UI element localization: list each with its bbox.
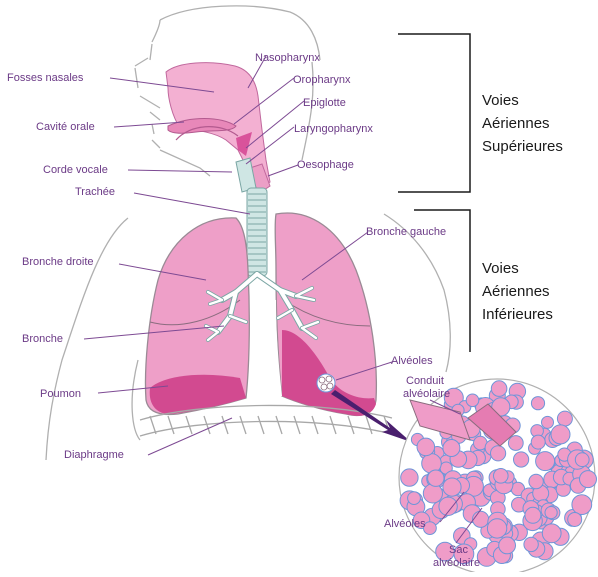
alveolus (514, 452, 529, 467)
label-nasopharynx: Nasopharynx (255, 52, 320, 64)
label-poumon: Poumon (40, 388, 81, 400)
alveolus (531, 435, 545, 449)
upper-airway (166, 63, 270, 194)
diaphragm-rib (312, 416, 318, 434)
alveolus (542, 416, 554, 428)
label-bronche: Bronche (22, 333, 63, 345)
label-oropharynx: Oropharynx (293, 74, 351, 86)
group-inferieures-line3: Inférieures (482, 306, 553, 323)
alveolus (443, 478, 461, 496)
region-group-labels: Voies Aériennes Supérieures Voies Aérien… (482, 92, 563, 323)
alveolus (545, 506, 557, 518)
alveolus (572, 495, 592, 515)
label-laryngopharynx: Laryngopharynx (294, 123, 373, 135)
alveolus (551, 425, 570, 444)
alveolus (417, 438, 435, 456)
diaphragm-rib (276, 416, 282, 434)
upper-airway-bracket (398, 34, 470, 192)
label-diaphragme: Diaphragme (64, 449, 124, 461)
label-bronche-gauche: Bronche gauche (366, 226, 446, 238)
alveolus (557, 411, 572, 426)
label-alveoles-top: Alvéoles (391, 355, 433, 367)
alveolus (401, 469, 418, 486)
label-oesophage: Oesophage (297, 159, 354, 171)
alveolus (499, 537, 516, 554)
alveolus (487, 519, 506, 538)
alveolus (542, 524, 561, 543)
alveolus (466, 394, 479, 407)
alveolus (473, 511, 489, 527)
waist-left-outline (132, 360, 140, 440)
diaphragm-rib (150, 416, 156, 434)
alveolus (428, 470, 444, 486)
alveolus (529, 474, 543, 488)
label-conduit-line1: Conduit (406, 375, 444, 387)
alveolus (568, 513, 582, 527)
label-corde-vocale: Corde vocale (43, 164, 108, 176)
label-alveoles-bottom: Alvéoles (384, 518, 426, 530)
alveolus (536, 452, 555, 471)
diaphragm-rib (222, 416, 228, 434)
label-fosses-nasales: Fosses nasales (7, 72, 84, 84)
alveolus (524, 537, 538, 551)
alveolus (443, 440, 460, 457)
alveolus (408, 492, 421, 505)
label-bronche-droite: Bronche droite (22, 256, 94, 268)
label-cavite-orale: Cavité orale (36, 121, 95, 133)
group-inferieures-line2: Aériennes (482, 283, 550, 300)
alveolus (525, 507, 541, 523)
diaphragm-rib (348, 416, 354, 434)
label-epiglotte: Epiglotte (303, 97, 346, 109)
alveolus (491, 446, 506, 461)
label-sac-line1: Sac (449, 544, 468, 556)
label-conduit-line2: alvéolaire (403, 388, 450, 400)
alveolus (423, 484, 442, 503)
alveolus (439, 497, 457, 515)
diaphragm-rib (240, 416, 246, 434)
group-superieures-line2: Aériennes (482, 115, 550, 132)
alveolus (494, 469, 509, 484)
diaphragm-rib (258, 416, 264, 434)
diaphragm-rib (168, 416, 174, 434)
alveolus (491, 381, 507, 397)
alveolus (508, 436, 523, 451)
region-brackets (398, 34, 470, 352)
diaphragm-rib (204, 416, 210, 434)
alveolus (580, 471, 597, 488)
label-trachee: Trachée (75, 186, 115, 198)
diaphragm-rib (294, 416, 300, 434)
trachea-rings (247, 188, 267, 276)
label-sac-line2: alvéolaire (433, 557, 480, 569)
diaphragm-rib (186, 416, 192, 434)
alveolus (531, 397, 544, 410)
group-inferieures-line1: Voies (482, 260, 519, 277)
trachea-tube (247, 188, 267, 276)
right-lung-shadow (150, 375, 246, 414)
group-superieures-line1: Voies (482, 92, 519, 109)
group-superieures-line3: Supérieures (482, 138, 563, 155)
alveolus (575, 453, 589, 467)
